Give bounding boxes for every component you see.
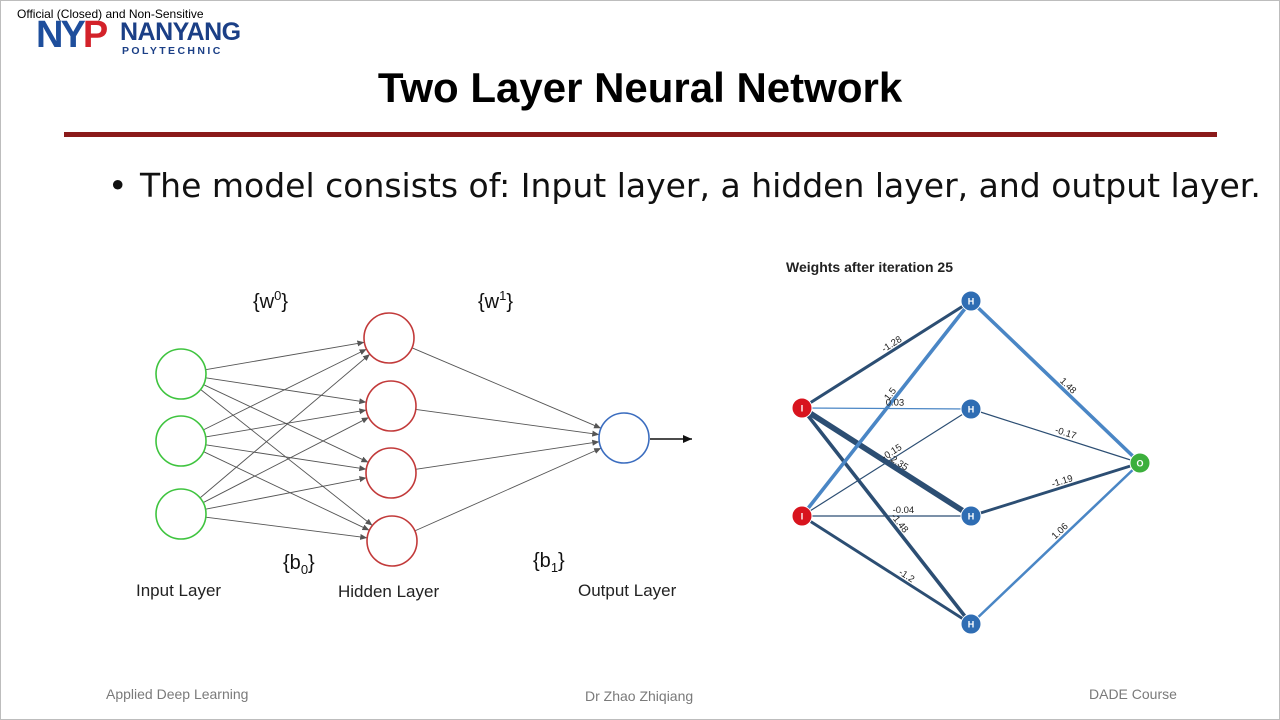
edge-input-2-hidden-1 bbox=[203, 348, 367, 431]
footer-author: Dr Zhao Zhiqiang bbox=[585, 688, 694, 704]
edge-input-3-hidden-2 bbox=[203, 417, 369, 503]
weights-hidden-node-2 bbox=[960, 398, 982, 420]
weight-label-i1-h2: 0.03 bbox=[886, 398, 905, 409]
weight-edge-i1-h1 bbox=[800, 299, 973, 410]
b0-label: {b0} bbox=[283, 552, 315, 577]
edge-input-3-hidden-1 bbox=[199, 353, 371, 499]
title-divider bbox=[64, 132, 1217, 137]
input-node-1 bbox=[155, 348, 207, 400]
weights-input-node-1-label: I bbox=[801, 404, 804, 414]
edge-hidden-4-output bbox=[414, 447, 602, 532]
weights-hidden-node-1 bbox=[960, 290, 982, 312]
input-layer-label: Input Layer bbox=[136, 581, 221, 600]
edge-input-3-hidden-4 bbox=[205, 516, 368, 540]
logo-mark: NYP bbox=[36, 14, 108, 56]
edge-input-2-hidden-3 bbox=[205, 444, 367, 472]
hidden-node-1 bbox=[363, 312, 415, 364]
weight-edge-h2-o bbox=[970, 408, 1141, 464]
logo-name: NANYANG bbox=[120, 18, 241, 46]
edge-input-3-hidden-3 bbox=[205, 476, 367, 510]
w1-label: {w1} bbox=[478, 288, 513, 313]
weight-label-i2-h3: -0.04 bbox=[893, 505, 915, 516]
weights-hidden-node-3 bbox=[960, 505, 982, 527]
b1-label: {b1} bbox=[533, 550, 565, 575]
weight-label-h4-o: 1.06 bbox=[1050, 521, 1071, 542]
edge-input-2-hidden-2 bbox=[205, 408, 367, 438]
weights-output-node-label: O bbox=[1136, 459, 1143, 469]
weights-hidden-node-1-label: H bbox=[968, 297, 975, 307]
edge-input-1-hidden-2 bbox=[205, 377, 367, 405]
edge-input-2-hidden-4 bbox=[203, 451, 370, 531]
bullet-point: • The model consists of: Input layer, a h… bbox=[108, 166, 1261, 205]
bullet-icon: • bbox=[108, 166, 128, 205]
weight-label-h1-o: 1.48 bbox=[1057, 376, 1078, 397]
hidden-node-2 bbox=[365, 380, 417, 432]
weights-hidden-node-4-label: H bbox=[968, 620, 975, 630]
weight-label-i2-h4: -1.2 bbox=[897, 567, 917, 585]
weights-hidden-node-4 bbox=[960, 613, 982, 635]
edge-hidden-3-output bbox=[415, 439, 600, 470]
weights-hidden-node-3-label: H bbox=[968, 512, 975, 522]
weight-edge-i2-h1 bbox=[800, 299, 973, 518]
classification-label: Official (Closed) and Non-Sensitive bbox=[17, 7, 204, 21]
weights-input-node-2 bbox=[791, 505, 813, 527]
weights-title: Weights after iteration 25 bbox=[786, 259, 953, 275]
weight-edge-i2-h2 bbox=[801, 408, 972, 517]
weight-edge-h4-o bbox=[969, 461, 1142, 626]
weight-edge-i2-h4 bbox=[800, 514, 973, 626]
weights-output-node bbox=[1129, 452, 1151, 474]
weights-hidden-node-2-label: H bbox=[968, 405, 975, 415]
footer-program: DADE Course bbox=[1089, 686, 1177, 702]
weight-edge-h1-o bbox=[969, 299, 1142, 465]
edge-hidden-2-output bbox=[415, 408, 600, 437]
hidden-layer-label: Hidden Layer bbox=[338, 582, 439, 601]
weights-input-node-2-label: I bbox=[801, 512, 804, 522]
edge-input-1-hidden-1 bbox=[205, 340, 365, 371]
logo-subtitle: POLYTECHNIC bbox=[122, 45, 223, 57]
input-node-2 bbox=[155, 415, 207, 467]
edge-hidden-1-output bbox=[411, 347, 602, 429]
hidden-node-3 bbox=[365, 447, 417, 499]
hidden-node-4 bbox=[366, 515, 418, 567]
footer-course: Applied Deep Learning bbox=[106, 686, 249, 702]
w0-label: {w0} bbox=[253, 288, 288, 313]
input-node-3 bbox=[155, 488, 207, 540]
nyp-logo: NYP NANYANG POLYTECHNIC bbox=[36, 14, 241, 58]
output-layer-label: Output Layer bbox=[578, 581, 677, 600]
bullet-text: The model consists of: Input layer, a hi… bbox=[140, 166, 1261, 205]
output-node bbox=[598, 412, 650, 464]
weight-edge-h3-o bbox=[969, 461, 1142, 518]
slide-title: Two Layer Neural Network bbox=[377, 64, 903, 111]
weights-input-node-1 bbox=[791, 397, 813, 419]
